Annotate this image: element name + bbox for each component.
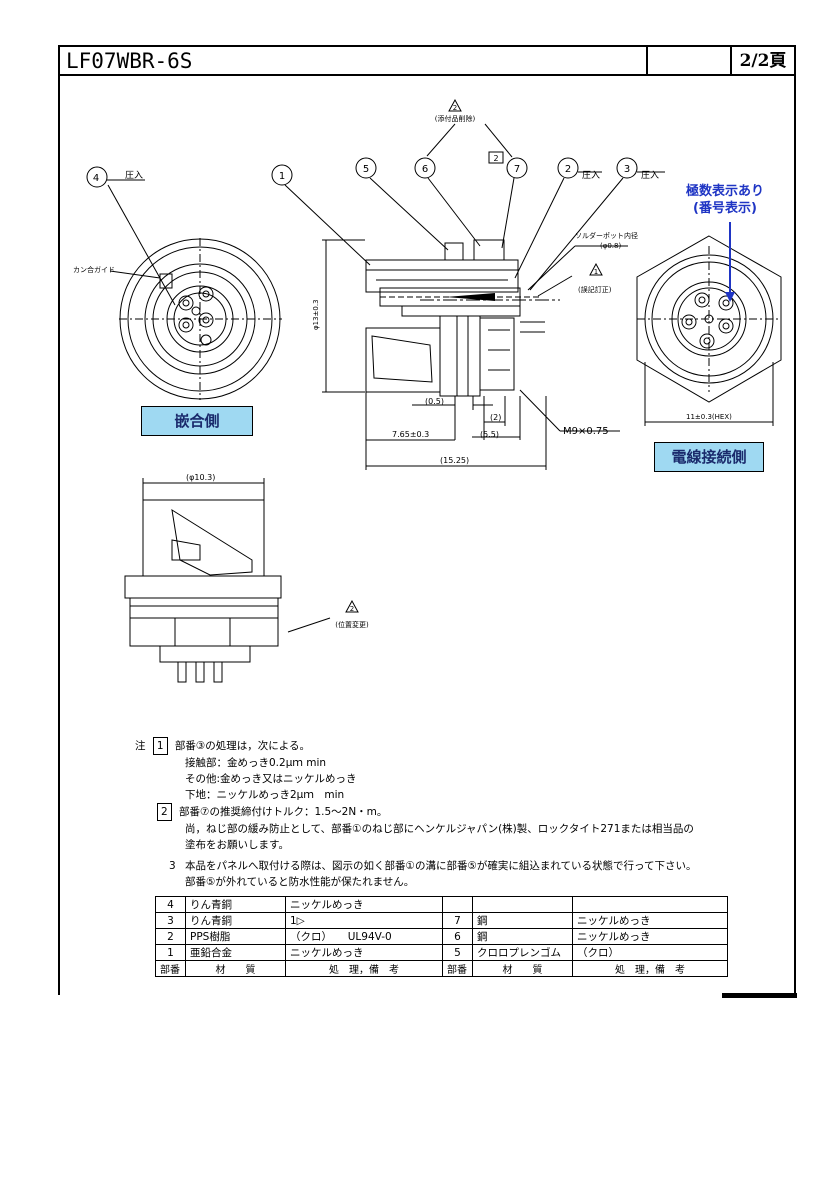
- table-cell: [442, 896, 473, 913]
- table-header-cell: 部番: [155, 960, 186, 977]
- bottom-edge-bar: [722, 993, 797, 998]
- table-cell: りん青銅: [185, 912, 286, 929]
- table-cell: クロロプレンゴム: [472, 944, 573, 961]
- rev-2-note: (添付品削除): [435, 114, 476, 123]
- wire-side-view: [636, 235, 782, 426]
- press-fit-label-4: 圧入: [125, 170, 143, 181]
- note-3-line-1: 3 本品をパネルへ取付ける際は、図示の如く部番①の溝に部番⑤が確実に組込まれてい…: [135, 858, 775, 874]
- dim-thread: M9×0.75: [563, 426, 609, 437]
- note-1-line-3: その他:金めっき又はニッケルめっき: [185, 773, 357, 785]
- table-cell: 7: [442, 912, 473, 929]
- table-cell: [472, 896, 573, 913]
- notes-section: 注 1 部番③の処理は，次による。 接触部：金めっき0.2μｍ min その他:…: [135, 737, 775, 890]
- balloon-2: 2: [565, 164, 571, 175]
- table-cell: 6: [442, 928, 473, 945]
- note-2-line-2: 尚，ねじ部の緩み防止として、部番①のねじ部にヘンケルジャパン(株)製、ロックタイ…: [185, 823, 694, 835]
- part-number-title: LF07WBR-6S: [60, 47, 648, 74]
- table-header-row: 部番 材 質 処 理，備 考 部番 材 質 処 理，備 考: [155, 960, 728, 977]
- note-1-line-4: 下地：ニッケルめっき2μｍ min: [185, 789, 345, 801]
- table-header-cell: 材 質: [185, 960, 286, 977]
- balloon-4: 4: [93, 173, 99, 184]
- note-3-text: 本品をパネルへ取付ける際は、図示の如く部番①の溝に部番⑤が確実に組込まれている状…: [185, 860, 697, 872]
- table-cell: [572, 896, 728, 913]
- table-row: 3 りん青銅 1▷ 7 鋼 ニッケルめっき: [155, 912, 728, 929]
- table-header-cell: 処 理，備 考: [572, 960, 728, 977]
- table-cell: 鋼: [472, 928, 573, 945]
- table-cell: 亜鉛合金: [185, 944, 286, 961]
- press-fit-label-3: 圧入: [641, 170, 659, 181]
- dim-2: (2): [490, 413, 501, 422]
- table-cell: 1▷: [285, 912, 443, 929]
- rev-1-mark: 1: [594, 268, 598, 276]
- wire-side-label: 電線接続側: [654, 442, 764, 472]
- note-2-number: 2: [157, 803, 172, 821]
- note-1-line-1: 注 1 部番③の処理は，次による。: [135, 737, 775, 755]
- balloon-1: 1: [279, 171, 285, 182]
- rev-1-note: (誤記訂正): [578, 285, 612, 294]
- table-row: 1 亜鉛合金 ニッケルめっき 5 クロロプレンゴム （クロ）: [155, 944, 728, 961]
- rev-pos-note: (位置変更): [335, 620, 369, 629]
- note-2-line-1: 2 部番⑦の推奨締付けトルク：1.5～2N・m。: [135, 803, 775, 821]
- table-header-cell: 材 質: [472, 960, 573, 977]
- table-cell: （クロ） UL94V-0: [285, 928, 443, 945]
- table-row: 2 PPS樹脂 （クロ） UL94V-0 6 鋼 ニッケルめっき: [155, 928, 728, 945]
- balloon-6: 6: [422, 164, 428, 175]
- dim-0-5: (0.5): [425, 397, 444, 406]
- table-cell: 5: [442, 944, 473, 961]
- balloon-5: 5: [363, 164, 369, 175]
- note-1-line-2: 接触部：金めっき0.2μｍ min: [185, 757, 327, 769]
- table-row: 4 りん青銅 ニッケルめっき: [155, 896, 728, 913]
- note-2-text: 部番⑦の推奨締付けトルク：1.5～2N・m。: [179, 806, 388, 818]
- press-fit-label-2: 圧入: [582, 170, 600, 181]
- notes-prefix: 注: [135, 740, 146, 752]
- solder-pot-label: ソルダーポット内径: [575, 231, 638, 240]
- note-1-number: 1: [152, 737, 168, 755]
- mating-side-label: 嵌合側: [141, 406, 253, 436]
- table-cell: 4: [155, 896, 186, 913]
- dim-15-25: (15.25): [440, 456, 469, 465]
- note-3-number: 3: [169, 860, 176, 872]
- cross-section-view: [322, 239, 628, 470]
- pin-note-line-1: 極数表示あり: [685, 184, 764, 199]
- title-block: LF07WBR-6S 2/2頁: [58, 45, 796, 76]
- note-3-line-2: 部番⑤が外れていると防水性能が保たれません。: [185, 876, 415, 888]
- table-cell: 1: [155, 944, 186, 961]
- table-cell: ニッケルめっき: [285, 944, 443, 961]
- rev-2-mark: 2: [453, 104, 457, 112]
- table-cell: ニッケルめっき: [572, 928, 728, 945]
- dim-dia13: φ13±0.3: [312, 299, 320, 330]
- mating-side-view: [107, 184, 282, 400]
- pin-number-note: 極数表示あり (番号表示): [670, 183, 780, 217]
- rev-pos-mark: 2: [350, 605, 354, 613]
- table-cell: ニッケルめっき: [572, 912, 728, 929]
- note-ref-2: 2: [493, 154, 498, 163]
- table-header-cell: 処 理，備 考: [285, 960, 443, 977]
- note-1-text: 部番③の処理は，次による。: [174, 740, 310, 752]
- outline-view: [124, 478, 282, 683]
- pin-note-line-2: (番号表示): [693, 201, 757, 216]
- parts-table: 4 りん青銅 ニッケルめっき 3 りん青銅 1▷ 7 鋼 ニッケルめっき 2 P…: [155, 896, 728, 977]
- dim-dia10-3: (φ10.3): [186, 473, 215, 482]
- table-cell: りん青銅: [185, 896, 286, 913]
- title-block-blank-cell: [648, 47, 732, 74]
- solder-pot-dim: (φ0.8): [600, 242, 621, 250]
- note-2-line-3: 塗布をお願いします。: [185, 839, 289, 851]
- table-cell: 鋼: [472, 912, 573, 929]
- table-cell: 2: [155, 928, 186, 945]
- table-cell: 3: [155, 912, 186, 929]
- balloon-7: 7: [514, 164, 520, 175]
- page-number: 2/2頁: [739, 51, 787, 71]
- table-header-cell: 部番: [442, 960, 473, 977]
- table-cell: ニッケルめっき: [285, 896, 443, 913]
- table-cell: PPS樹脂: [185, 928, 286, 945]
- dim-5-5: (5.5): [480, 430, 499, 439]
- balloon-3: 3: [624, 164, 630, 175]
- table-cell: （クロ）: [572, 944, 728, 961]
- dim-7-65: 7.65±0.3: [392, 430, 429, 439]
- dim-hex: 11±0.3(HEX): [686, 413, 732, 421]
- key-guide-label: カン合ガイド: [73, 265, 115, 274]
